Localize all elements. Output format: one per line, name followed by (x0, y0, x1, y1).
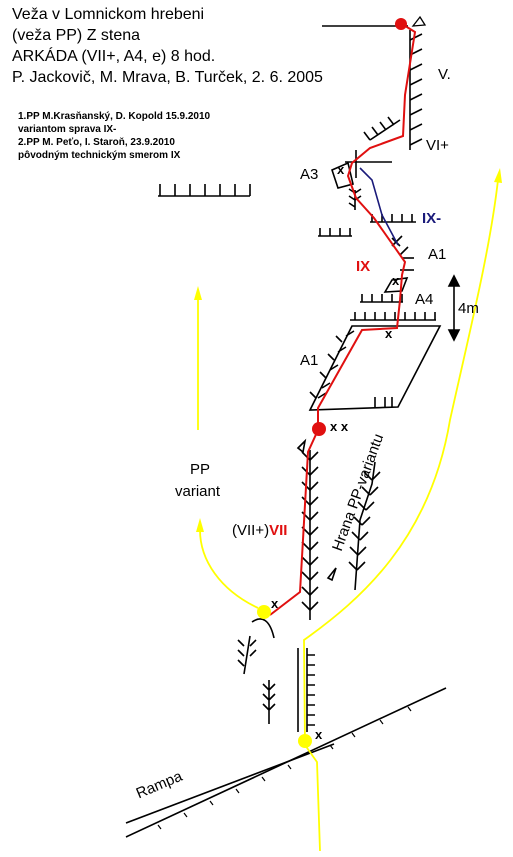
note-line: 1.PP M.Krasňanský, D. Kopold 15.9.2010 (18, 111, 211, 122)
ramp (125, 687, 447, 838)
grade-bottom: (VII+)VII (232, 522, 287, 539)
grade-bottom-red: VII (269, 522, 288, 539)
ascent-notes: 1.PP M.Krasňanský, D. Kopold 15.9.2010 v… (18, 110, 210, 162)
belay-top (395, 18, 407, 30)
grade-label: IX- (422, 210, 442, 227)
note-line: pôvodným technickým smerom IX (18, 150, 181, 161)
pp-variant-arrow-left (194, 286, 259, 609)
height-label: 4m (458, 300, 479, 317)
belay-start (298, 734, 312, 748)
note-line: variantom sprava IX- (18, 124, 117, 135)
grade-label: IX (356, 258, 371, 275)
belay-marker: x (385, 326, 393, 341)
aid-label: A3 (300, 166, 319, 183)
belay-xx (312, 422, 326, 436)
belay-marker: x (337, 162, 345, 177)
grade-bottom-plain: (VII+) (232, 522, 270, 539)
aid-label: A1 (300, 352, 319, 369)
edge-variant-line (303, 168, 502, 852)
topo-subtitle: (veža PP) Z stena (12, 27, 141, 44)
ix-minus-variant-line (359, 167, 399, 246)
note-line: 2.PP M. Peťo, I. Staroň, 23.9.2010 (18, 137, 175, 148)
belay-marker: x (315, 727, 323, 742)
aid-label: A4 (415, 291, 434, 308)
first-ascent: P. Jackovič, M. Mrava, B. Turček, 2. 6. … (12, 69, 323, 86)
topo-title: Veža v Lomnickom hrebeni (12, 6, 205, 23)
belay-marker: x (271, 596, 279, 611)
belay-marker: x (392, 273, 400, 288)
grade-label: VI+ (426, 137, 449, 154)
topo-header: Veža v Lomnickom hrebeni (veža PP) Z ste… (12, 4, 323, 88)
belay-variant (257, 605, 271, 619)
pp-variant-label: variant (175, 483, 221, 500)
rock-features (158, 15, 461, 732)
belay-xx-label: x x (330, 419, 349, 434)
aid-label: A1 (428, 246, 447, 263)
grade-label: V. (438, 66, 451, 83)
pp-variant-label: PP (190, 461, 211, 478)
route-name: ARKÁDA (VII+, A4, e) 8 hod. (12, 48, 216, 65)
